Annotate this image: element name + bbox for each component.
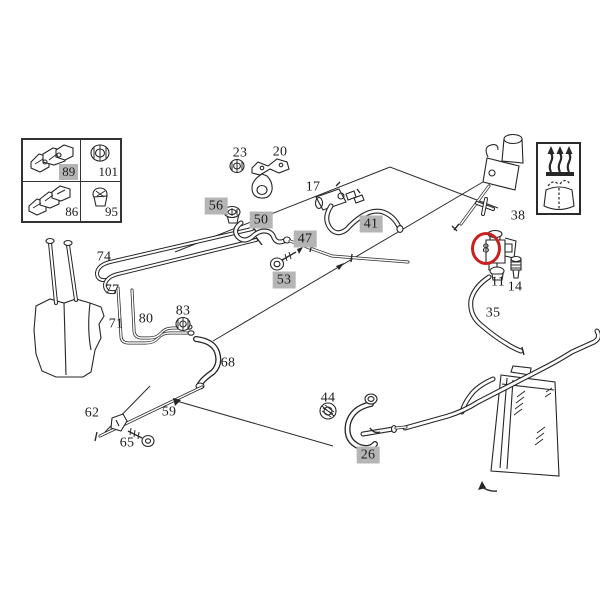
grommet-11-icon: [489, 266, 505, 281]
grommet-clip-icon: [92, 187, 108, 207]
part-label-47[interactable]: 47: [293, 230, 317, 248]
part-label-83[interactable]: 83: [175, 303, 191, 319]
part-label-68[interactable]: 68: [220, 355, 236, 371]
part-label-44[interactable]: 44: [320, 390, 336, 406]
clip-cluster-icon: [30, 144, 74, 173]
clip-cluster-icon: [28, 185, 71, 216]
legend-part-number: 89: [59, 164, 79, 181]
part-label-62[interactable]: 62: [84, 405, 100, 421]
legend-cell-89[interactable]: 89: [23, 140, 82, 183]
legend-cell-101[interactable]: 101: [81, 140, 120, 183]
grommet-56-icon: [223, 205, 241, 224]
legend-table: 89 101 86 95: [21, 138, 122, 223]
legend-part-number: 95: [104, 203, 118, 219]
clip-62-icon: [110, 413, 128, 432]
hose-68: [193, 336, 222, 390]
washer-hose-77: [102, 236, 263, 295]
highlight-circle: [471, 232, 501, 265]
part-label-23[interactable]: 23: [232, 145, 248, 161]
grommet-44-icon: [319, 402, 337, 420]
bracket-20-icon: [251, 158, 290, 199]
part-label-80[interactable]: 80: [138, 311, 154, 327]
function-symbol-box: [536, 142, 581, 215]
cowl-outline-lines: [104, 166, 499, 447]
pipe-71-80: [116, 286, 195, 345]
valve-assembly-38: [451, 133, 524, 232]
hose-41: [324, 203, 404, 236]
part-label-50[interactable]: 50: [249, 211, 273, 229]
washer-reservoir: [33, 237, 105, 378]
part-label-17[interactable]: 17: [305, 179, 321, 195]
screw-53-icon: [269, 247, 303, 271]
part-label-56[interactable]: 56: [204, 197, 228, 215]
part-label-26[interactable]: 26: [356, 446, 380, 464]
defroster-arrows-icon: [546, 146, 574, 176]
part-label-14[interactable]: 14: [507, 279, 523, 295]
part-label-53[interactable]: 53: [272, 271, 296, 289]
tube-59: [94, 385, 204, 442]
part-label-74[interactable]: 74: [96, 249, 112, 265]
part-label-38[interactable]: 38: [510, 208, 526, 224]
part-label-8[interactable]: 8: [482, 241, 490, 257]
grommet-83-icon: [175, 316, 191, 332]
windshield-washer-icon: [543, 179, 575, 211]
valve-14-icon: [510, 255, 522, 279]
hose-35: [468, 274, 525, 356]
grommet-23-icon: [229, 158, 245, 174]
heater-core: [478, 365, 560, 492]
part-label-20[interactable]: 20: [272, 144, 288, 160]
part-label-59[interactable]: 59: [161, 404, 177, 420]
legend-cell-86[interactable]: 86: [23, 182, 82, 221]
pump-17-icon: [314, 181, 365, 211]
part-label-11[interactable]: 11: [490, 274, 506, 290]
grommet-icon: [90, 144, 110, 162]
part-label-71[interactable]: 71: [108, 316, 124, 332]
legend-part-number: 101: [98, 164, 118, 180]
part-label-65[interactable]: 65: [119, 435, 135, 451]
part-label-77[interactable]: 77: [104, 282, 120, 298]
part-label-35[interactable]: 35: [485, 305, 501, 321]
legend-part-number: 86: [65, 203, 79, 219]
hose-26: [344, 393, 408, 451]
screw-65-icon: [127, 427, 155, 448]
legend-cell-95[interactable]: 95: [81, 182, 120, 221]
heater-pipe: [402, 328, 600, 431]
part-label-41[interactable]: 41: [359, 215, 383, 233]
